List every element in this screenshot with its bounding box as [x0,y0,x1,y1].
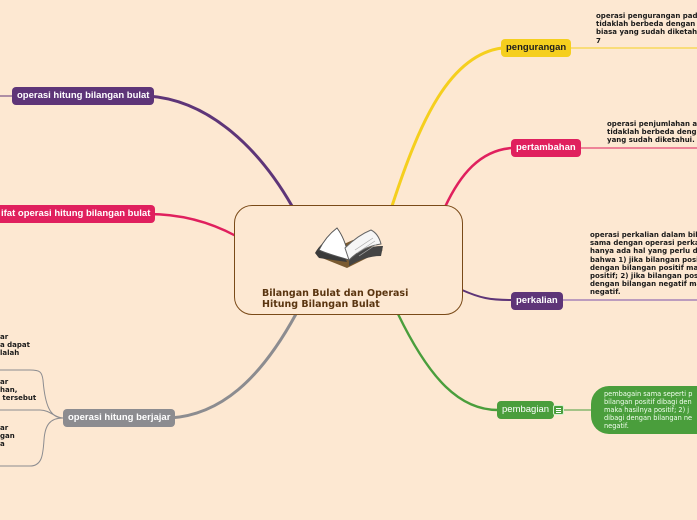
link-berjajar-sub3 [0,417,64,467]
note-berjajar-2: ar han, tersebut [0,378,37,403]
note-pembagian: pembagain sama seperti p bilangan positi… [591,386,697,434]
central-topic-title: Bilangan Bulat dan Operasi Hitung Bilang… [262,288,409,310]
link-operasi-hitung [147,94,294,207]
topic-operasi-hitung-bilangan-bulat[interactable]: operasi hitung bilangan bulat [12,87,155,105]
note-perkalian: operasi perkalian dalam bil sama dengan … [590,231,697,297]
note-pengurangan: operasi pengurangan pada tidaklah berbed… [596,12,697,45]
note-berjajar-3: ar gan a [0,424,15,449]
topic-operasi-hitung-berjajar[interactable]: operasi hitung berjajar [63,409,176,427]
central-topic[interactable]: Bilangan Bulat dan Operasi Hitung Bilang… [234,205,463,315]
topic-perkalian[interactable]: perkalian [511,292,563,310]
topic-pembagian[interactable]: pembagian [497,401,555,419]
topic-pengurangan[interactable]: pengurangan [501,39,572,57]
link-berjajar [169,313,298,420]
note-pertambahan: operasi penjumlahan a tidaklah berbeda d… [607,120,697,145]
note-berjajar-1: ar a dapat lalah [0,333,30,358]
topic-pertambahan[interactable]: pertambahan [511,139,581,157]
open-book-icon [315,227,383,268]
link-pengurangan [390,46,503,207]
link-pembagian [396,313,499,412]
link-perkalian [461,289,512,301]
link-sifat [147,212,237,238]
link-pertambahan [443,146,513,208]
notes-icon[interactable] [553,405,564,415]
topic-sifat-operasi-hitung[interactable]: ifat operasi hitung bilangan bulat [0,205,156,223]
